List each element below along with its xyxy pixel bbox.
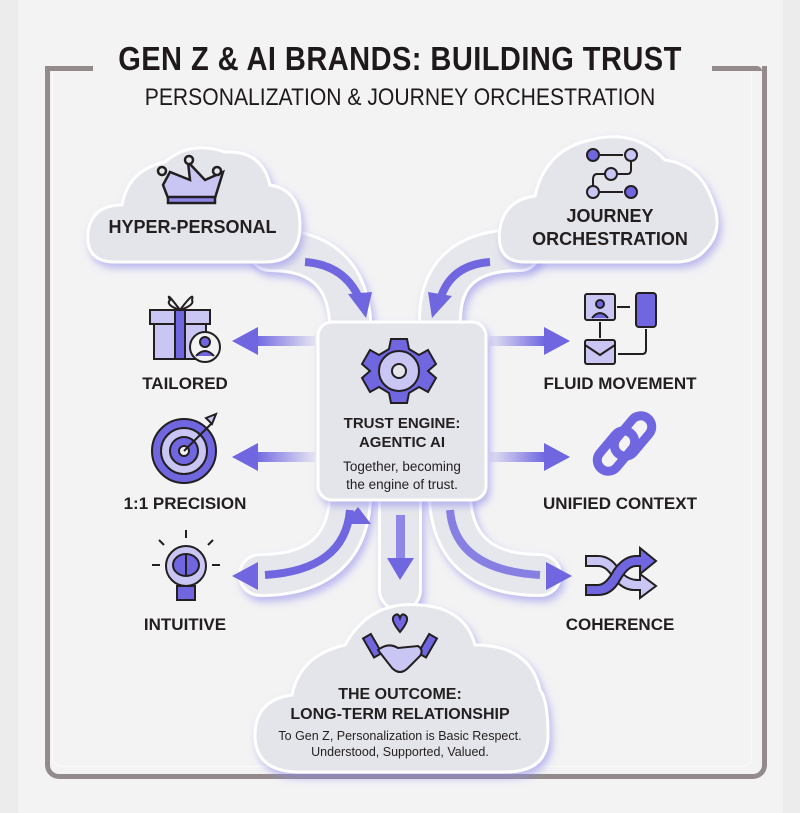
page-subtitle: PERSONALIZATION & JOURNEY ORCHESTRATION xyxy=(144,84,656,111)
arrow-left-in-head xyxy=(348,292,372,318)
left-arrows xyxy=(232,327,371,590)
precision-label: 1:1 PRECISION xyxy=(123,494,247,513)
outcome-cloud xyxy=(253,603,550,774)
gift-user-icon xyxy=(149,295,221,363)
handshake-heart-icon xyxy=(361,613,439,673)
shuffle-arrows-icon xyxy=(585,545,658,600)
coherence-label: COHERENCE xyxy=(565,615,675,634)
trust-engine-desc-line1: Together, becoming xyxy=(343,459,461,474)
outcome-desc-line2: Understood, Supported, Valued. xyxy=(311,745,489,759)
tailored-label: TAILORED xyxy=(142,374,228,393)
outcome-description: To Gen Z, Personalization is Basic Respe… xyxy=(250,728,550,760)
arrow-right-in xyxy=(436,258,491,302)
journey-orchestration-cloud xyxy=(497,135,719,264)
journey-label-line2: ORCHESTRATION xyxy=(532,229,688,249)
page-title: GEN Z & AI BRANDS: BUILDING TRUST xyxy=(118,40,682,77)
outcome-title-line1: THE OUTCOME: xyxy=(338,686,462,703)
chain-link-icon xyxy=(592,411,657,476)
arrow-down-head xyxy=(387,558,414,580)
hyper-personal-label: HYPER-PERSONAL xyxy=(108,217,277,237)
outcome-desc-line1: To Gen Z, Personalization is Basic Respe… xyxy=(278,729,522,743)
unified-context-label: UNIFIED CONTEXT xyxy=(543,494,697,513)
intuitive-label: INTUITIVE xyxy=(143,615,227,634)
lightbulb-brain-icon xyxy=(152,530,220,601)
frame-border xyxy=(45,66,767,779)
arrow-down-shaft xyxy=(396,515,405,560)
trust-engine-desc-line2: the engine of trust. xyxy=(346,477,458,492)
frame-top-left xyxy=(45,66,93,71)
frame-top-right xyxy=(712,66,762,71)
flow-path-icon xyxy=(586,148,638,199)
trust-engine-title-line1: TRUST ENGINE: xyxy=(343,415,461,432)
devices-flow-icon xyxy=(584,292,657,365)
trust-engine-box xyxy=(316,320,488,502)
gear-icon xyxy=(360,338,438,404)
outcome-title: THE OUTCOME: LONG-TERM RELATIONSHIP xyxy=(250,685,550,725)
trust-engine-description: Together, becoming the engine of trust. xyxy=(322,458,482,494)
trust-engine-title: TRUST ENGINE: AGENTIC AI xyxy=(322,414,482,452)
trust-engine-title-line2: AGENTIC AI xyxy=(358,434,446,451)
fluid-movement-label: FLUID MOVEMENT xyxy=(543,374,697,393)
arrow-right-in-head xyxy=(428,292,452,318)
crown-icon xyxy=(156,154,226,205)
right-arrows xyxy=(446,327,572,590)
target-icon xyxy=(151,412,218,484)
hyper-personal-cloud xyxy=(86,146,302,264)
outcome-title-line2: LONG-TERM RELATIONSHIP xyxy=(290,706,510,723)
journey-label-line1: JOURNEY xyxy=(566,206,654,226)
